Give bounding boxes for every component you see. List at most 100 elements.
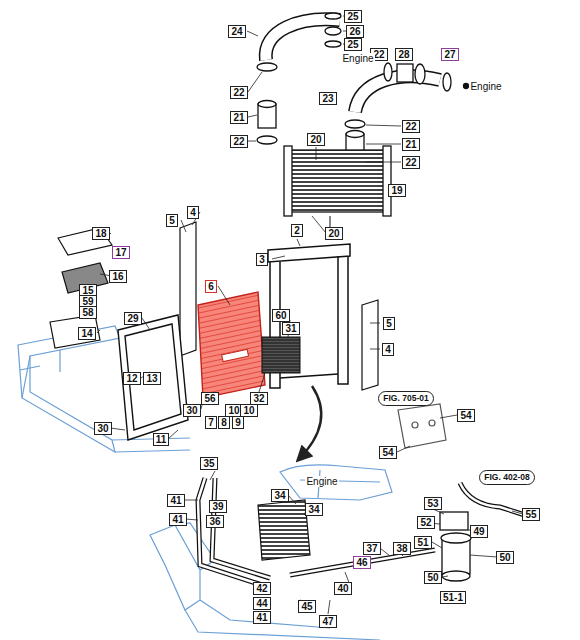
callout-text: 50 xyxy=(427,572,438,583)
callout-number: 26 xyxy=(346,25,363,38)
callout-text: 18 xyxy=(95,228,106,239)
chassis-outline xyxy=(280,465,392,500)
leader-line xyxy=(100,212,300,276)
callout-text: 21 xyxy=(405,139,416,150)
callout-number: 58 xyxy=(79,306,96,319)
radiator xyxy=(198,292,265,398)
callout-number: 18 xyxy=(92,227,109,240)
bracket xyxy=(412,422,418,428)
leader-line xyxy=(110,372,457,452)
radiator xyxy=(198,292,265,398)
flow-arrow xyxy=(298,386,321,460)
callout-number: 11 xyxy=(153,433,170,446)
callout-number: 4 xyxy=(187,206,199,219)
callout-text: 25 xyxy=(347,39,358,50)
oil-tube xyxy=(198,478,528,585)
callout-number: 9 xyxy=(232,416,244,429)
oil-cooler xyxy=(262,337,300,373)
callout-text: 22 xyxy=(405,157,416,168)
callout-text: 10 xyxy=(243,405,254,416)
callout-number: 19 xyxy=(388,184,405,197)
ecu-box xyxy=(50,315,100,348)
callout-number: 2 xyxy=(291,224,303,237)
callout-text: 41 xyxy=(170,495,181,506)
callout-text: 24 xyxy=(231,26,242,37)
chassis-outline xyxy=(175,523,215,570)
part-label: Engine xyxy=(469,81,502,92)
charge-air-cooler xyxy=(284,146,292,216)
callout-number: 40 xyxy=(334,582,351,595)
callout-text: 13 xyxy=(146,373,157,384)
callout-text: 41 xyxy=(172,514,183,525)
callout-text: 19 xyxy=(391,185,402,196)
callout-text: 22 xyxy=(405,121,416,132)
callout-text: 50 xyxy=(499,552,510,563)
callout-text: 36 xyxy=(209,516,220,527)
chassis-outline xyxy=(112,438,190,452)
callout-number: 42 xyxy=(253,582,270,595)
callout-number: 50 xyxy=(424,571,441,584)
callout-text: 20 xyxy=(310,134,321,145)
radiator-frame xyxy=(280,374,338,378)
chassis-outline xyxy=(300,470,380,498)
hose-clamp xyxy=(257,13,469,165)
callout-number: 50 xyxy=(496,551,513,564)
callout-number: 35 xyxy=(200,457,217,470)
callout-number: 6 xyxy=(205,280,217,293)
callout-number: 20 xyxy=(307,133,324,146)
leader-line xyxy=(185,511,523,577)
callout-text: 11 xyxy=(156,434,167,445)
callout-text: 47 xyxy=(322,616,333,627)
callout-text: 39 xyxy=(212,501,223,512)
oil-tube xyxy=(198,478,270,585)
chassis-outline xyxy=(20,350,60,398)
callout-text: 10 xyxy=(228,405,239,416)
bottom-cooler xyxy=(258,500,310,560)
callout-text: 41 xyxy=(256,612,267,623)
callout-number: 34 xyxy=(271,489,288,502)
callout-number: 60 xyxy=(272,309,289,322)
callout-number: 28 xyxy=(395,48,412,61)
leader-line xyxy=(247,16,364,141)
hose-clamp xyxy=(464,84,469,89)
callout-text: 38 xyxy=(396,543,407,554)
callout-number: 45 xyxy=(298,600,315,613)
callout-number: 30 xyxy=(94,422,111,435)
callout-text: 28 xyxy=(398,49,409,60)
callout-text: 30 xyxy=(97,423,108,434)
part-label: Engine xyxy=(341,53,374,64)
callout-text: 58 xyxy=(82,307,93,318)
hose-clamp xyxy=(325,41,341,47)
callout-text: 56 xyxy=(204,393,215,404)
callout-text: 27 xyxy=(444,49,455,60)
callout-text: 34 xyxy=(274,490,285,501)
callout-text: 23 xyxy=(322,93,333,104)
callout-number: 52 xyxy=(417,516,434,529)
chassis-outline xyxy=(150,525,200,610)
callout-number: 34 xyxy=(305,503,322,516)
callout-text: 29 xyxy=(127,313,138,324)
callout-text: 9 xyxy=(235,417,241,428)
condenser-frame xyxy=(125,324,181,430)
callout-number: 4 xyxy=(382,343,394,356)
hose-clamp xyxy=(443,73,451,91)
leader-line xyxy=(97,16,523,614)
callout-text: 20 xyxy=(328,228,339,239)
callout-text: 4 xyxy=(190,207,196,218)
flow-arrow xyxy=(298,386,321,460)
callout-number: 44 xyxy=(253,597,270,610)
oil-tube xyxy=(460,483,528,516)
hose-clamp xyxy=(397,64,413,82)
callout-text: 35 xyxy=(203,458,214,469)
callout-text: 54 xyxy=(382,447,393,458)
callout-text: 40 xyxy=(337,583,348,594)
hose-clamp xyxy=(325,27,341,35)
callout-number: 14 xyxy=(78,327,95,340)
callout-number: 37 xyxy=(363,542,380,555)
oil-tube xyxy=(198,478,270,585)
callout-number: 7 xyxy=(205,416,217,429)
callout-text: 51 xyxy=(417,537,428,548)
callout-text: 7 xyxy=(208,417,214,428)
callout-text: 25 xyxy=(347,11,358,22)
